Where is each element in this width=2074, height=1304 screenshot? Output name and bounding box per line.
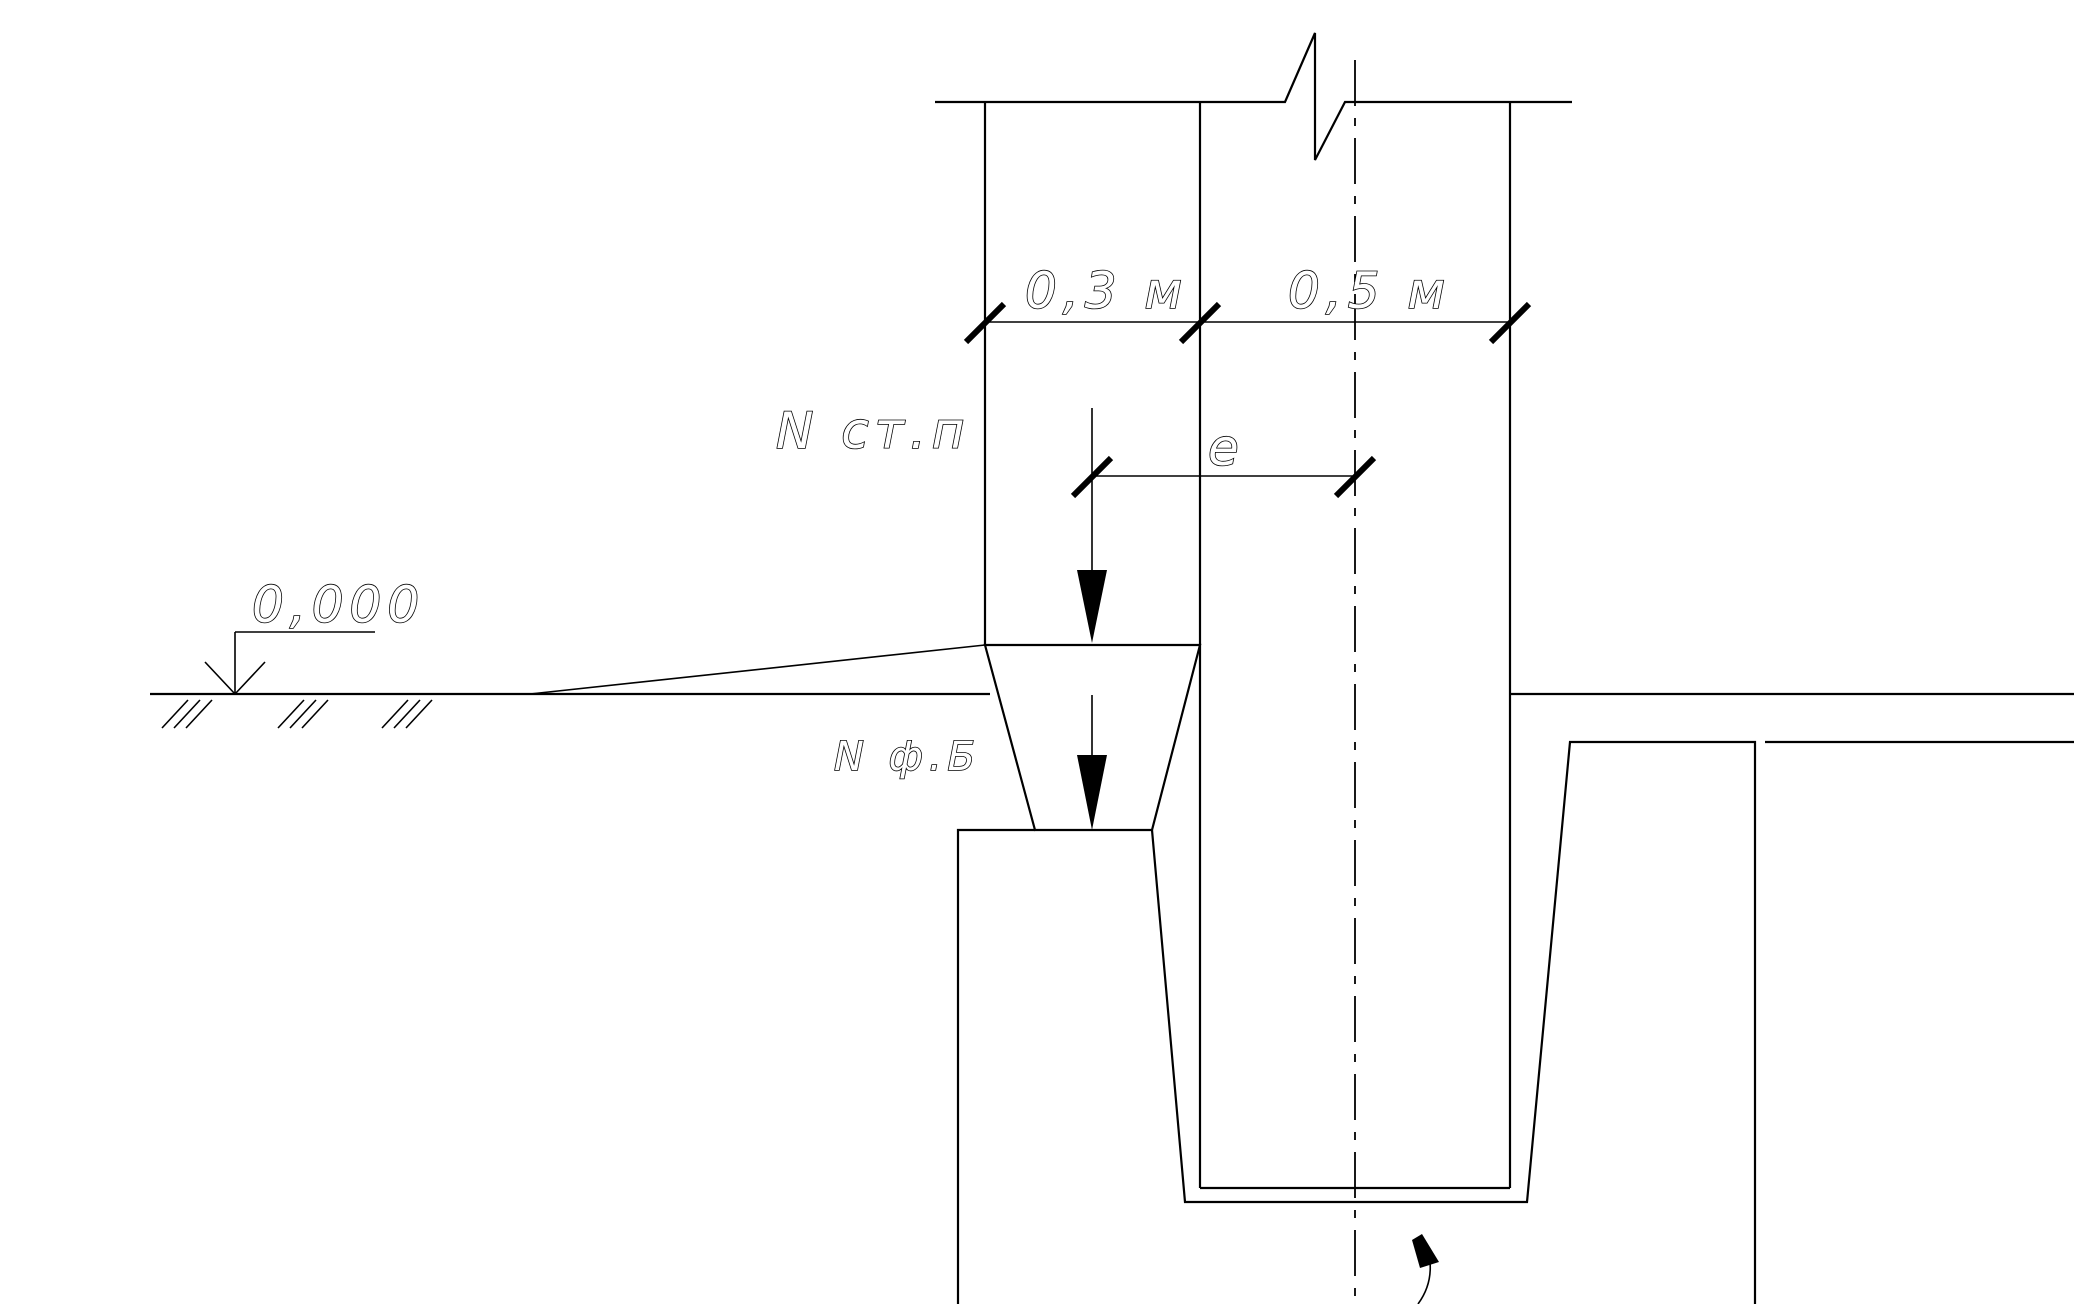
load-arrow-foundation-beam — [1077, 695, 1107, 830]
level-marker — [204, 631, 375, 695]
foundation-glass — [956, 740, 2074, 1304]
dimension-line-widths — [963, 301, 1532, 345]
ground-hatch — [161, 699, 433, 729]
moment-arrow — [1412, 1234, 1439, 1304]
dimension-label-wall: 0,3 м — [1025, 262, 1188, 320]
top-break-line — [935, 32, 1572, 161]
eccentricity-label: e — [1208, 419, 1245, 477]
ground-line — [150, 644, 2074, 696]
ground-level-label: 0,000 — [252, 576, 425, 634]
load-arrow-wall-panel — [1077, 408, 1107, 643]
load-label-wall-panel: N ст.п — [776, 402, 971, 460]
load-label-foundation-beam: N ф.Б — [834, 734, 981, 780]
dimension-label-column: 0,5 м — [1288, 262, 1451, 320]
